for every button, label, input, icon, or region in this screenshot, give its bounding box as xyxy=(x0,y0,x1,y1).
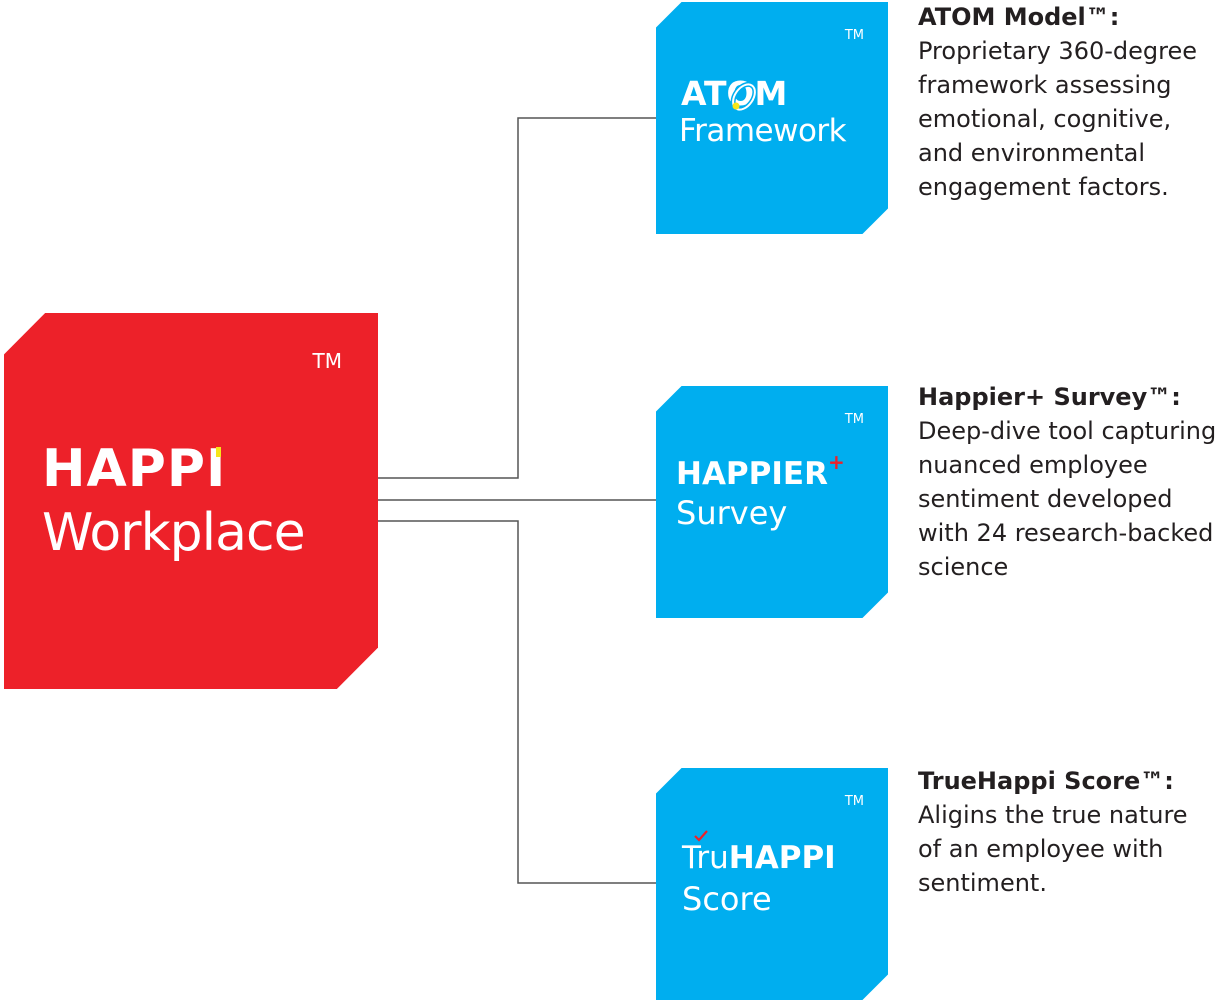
framework-wordmark: Framework xyxy=(679,113,847,149)
happier-description: Happier+ Survey™: Deep-dive tool capturi… xyxy=(918,380,1218,584)
description-body: Aligins the true nature of an employee w… xyxy=(918,801,1188,897)
connector-atom xyxy=(378,117,656,479)
description-title: TrueHappi Score™: xyxy=(918,767,1174,795)
score-wordmark: Score xyxy=(682,880,772,918)
truhappi-wordmark: TruHAPPI xyxy=(682,830,836,876)
happi-wordmark: HAPPI xyxy=(42,439,227,499)
trademark-mark: TM xyxy=(844,794,864,809)
orbit-icon xyxy=(730,81,758,113)
description-title: Happier+ Survey™: xyxy=(918,383,1181,411)
connector-truhappi xyxy=(378,520,656,884)
description-title: ATOM Model™: xyxy=(918,3,1120,31)
plus-icon: + xyxy=(827,450,845,474)
description-body: Deep-dive tool capturing nuanced employe… xyxy=(918,417,1217,581)
happi-workplace-tile: TM HAPPI Workplace xyxy=(4,313,378,689)
happier-survey-tile: TM HAPPIER+ Survey xyxy=(656,386,888,618)
survey-wordmark: Survey xyxy=(676,494,788,532)
workplace-wordmark: Workplace xyxy=(42,503,306,563)
description-body: Proprietary 360-degree framework assessi… xyxy=(918,37,1197,201)
trademark-mark: TM xyxy=(844,28,864,43)
check-icon xyxy=(694,830,708,842)
trademark-mark: TM xyxy=(844,412,864,427)
atom-framework-tile: TM ATOM Framework xyxy=(656,2,888,234)
truhappi-description: TrueHappi Score™: Aligins the true natur… xyxy=(918,764,1218,900)
atom-description: ATOM Model™: Proprietary 360-degree fram… xyxy=(918,0,1218,204)
trademark-mark: TM xyxy=(312,349,342,373)
happier-wordmark: HAPPIER+ xyxy=(676,450,845,492)
truhappi-score-tile: TM TruHAPPI Score xyxy=(656,768,888,1000)
accent-mark-icon xyxy=(216,447,222,457)
